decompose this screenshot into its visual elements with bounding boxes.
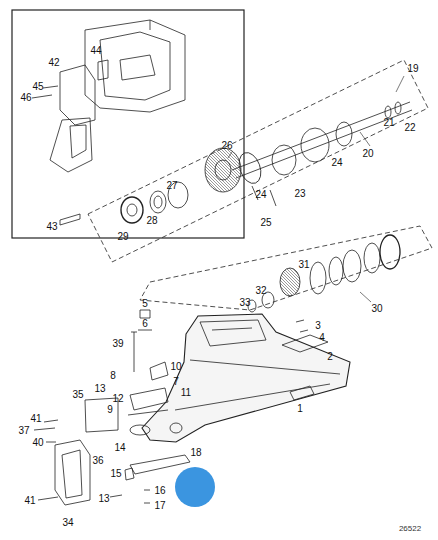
callout-number: 4 [319,332,325,343]
callout-number: 21 [383,117,394,128]
callout-number: 26522 [399,523,421,534]
callout-number: 43 [46,221,57,232]
callout-number: 37 [18,425,29,436]
callout-number: 32 [255,285,266,296]
callout-number: 41 [24,495,35,506]
callout-number: 39 [112,338,123,349]
callout-number: 33 [239,297,250,308]
callout-number: 30 [371,303,382,314]
callout-number: 31 [298,259,309,270]
callout-number: 18 [190,447,201,458]
callout-number: 45 [32,81,43,92]
callout-number: 5 [142,298,148,309]
callout-number: 8 [110,370,116,381]
callout-number: 35 [72,389,83,400]
callout-number: 42 [48,57,59,68]
callout-number: 41 [30,413,41,424]
callout-number: 2 [327,351,333,362]
callout-number: 46 [20,92,31,103]
callout-number: 6 [142,318,148,329]
callout-number: 14 [114,442,125,453]
callout-number: 7 [173,376,179,387]
callout-number: 36 [92,455,103,466]
callout-number: 17 [154,500,165,511]
callout-number: 34 [62,517,73,528]
callout-number: 44 [90,45,101,56]
callout-number: 13 [94,383,105,394]
callout-number: 20 [362,148,373,159]
callout-number: 28 [146,215,157,226]
callout-number: 27 [166,180,177,191]
callout-number: 40 [32,437,43,448]
callout-number: 11 [181,387,191,398]
callout-number: 13 [98,493,109,504]
callout-number: 16 [154,485,165,496]
callout-number: 29 [117,231,128,242]
callout-number: 19 [407,63,418,74]
callout-number: 22 [404,122,415,133]
callout-number: 3 [315,320,321,331]
callout-number: 15 [110,468,121,479]
callout-number: 23 [294,188,305,199]
callout-number: 24 [331,157,342,168]
callout-number: 9 [107,404,113,415]
callout-number: 10 [170,361,181,372]
callout-number: 25 [260,217,271,228]
callout-number: 12 [112,393,123,404]
callout-number: 24 [255,189,266,200]
callout-number: 1 [297,403,303,414]
callout-number: 26 [221,140,232,151]
